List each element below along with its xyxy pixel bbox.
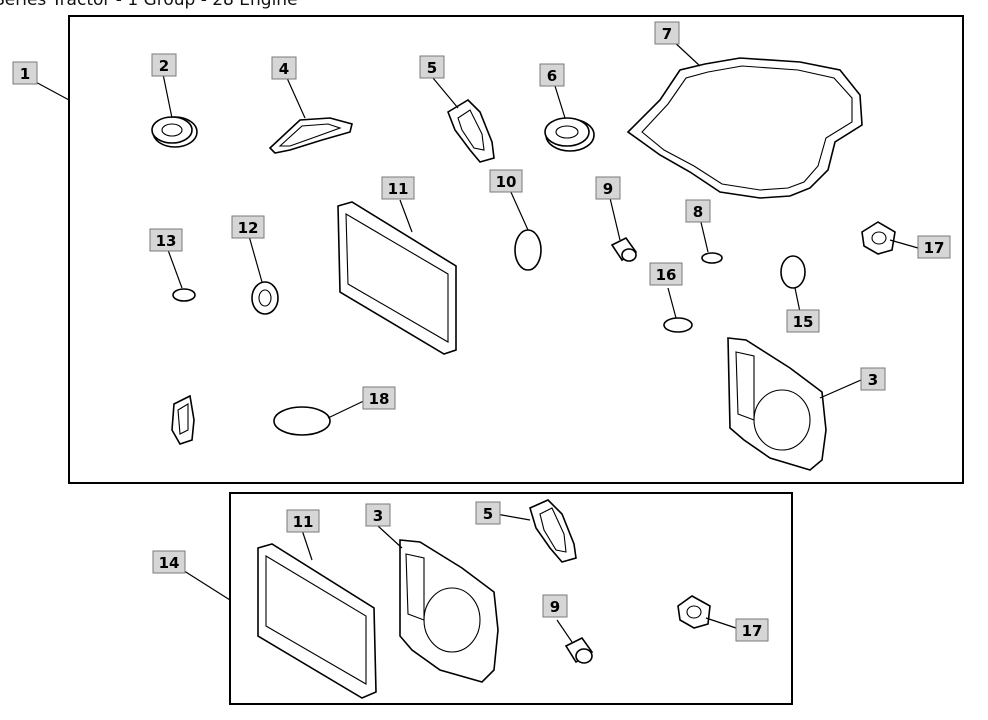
callout-13: 13 (149, 228, 183, 252)
callout-11-bottom: 11 (286, 509, 320, 533)
gasket-part-4 (268, 117, 353, 154)
gasket-part-5-top (447, 98, 495, 163)
callout-3-top: 3 (860, 367, 886, 391)
bushing-part-9-top (610, 236, 638, 262)
callout-3-bottom: 3 (365, 503, 391, 527)
diagram-title: Series Tractor - 1 Group - 28 Engine (0, 0, 298, 10)
svg-text:8: 8 (693, 203, 703, 221)
svg-text:11: 11 (388, 180, 409, 198)
svg-text:3: 3 (868, 371, 878, 389)
callout-9-top: 9 (595, 176, 621, 200)
callout-1: 1 (12, 61, 38, 85)
callout-12: 12 (231, 215, 265, 239)
gasket-part-5-bottom (529, 499, 577, 563)
head-gasket-part-3-top (727, 337, 827, 471)
svg-text:15: 15 (793, 313, 814, 331)
o-ring-part-18 (273, 406, 331, 436)
callout-17-top: 17 (917, 235, 951, 259)
svg-text:11: 11 (293, 513, 314, 531)
oil-seal-part-6 (544, 117, 595, 152)
gasket-part-unlabeled (171, 394, 195, 445)
svg-text:5: 5 (427, 59, 437, 77)
callout-9-bottom: 9 (542, 594, 568, 618)
callout-14: 14 (152, 550, 186, 574)
crankcase-gasket-part-7 (626, 57, 863, 199)
svg-text:6: 6 (547, 67, 557, 85)
svg-text:4: 4 (279, 60, 289, 78)
o-ring-part-15 (780, 255, 806, 289)
svg-text:17: 17 (924, 239, 945, 257)
valve-cover-gasket-part-11-top (337, 201, 457, 355)
valve-cover-gasket-part-11-bottom (257, 543, 377, 699)
o-ring-part-10 (514, 229, 542, 271)
svg-text:10: 10 (496, 173, 517, 191)
svg-text:12: 12 (238, 219, 259, 237)
callout-4: 4 (271, 56, 297, 80)
svg-text:9: 9 (603, 180, 613, 198)
callout-2: 2 (151, 53, 177, 77)
o-ring-part-13 (172, 288, 196, 302)
svg-text:17: 17 (742, 622, 763, 640)
svg-text:18: 18 (369, 390, 390, 408)
callout-17-bottom: 17 (735, 618, 769, 642)
callout-16: 16 (649, 262, 683, 286)
svg-text:16: 16 (656, 266, 677, 284)
svg-text:9: 9 (550, 598, 560, 616)
callout-11-top: 11 (381, 176, 415, 200)
o-ring-part-16 (663, 317, 693, 333)
o-ring-part-8 (701, 252, 723, 264)
seal-part-12 (251, 281, 279, 315)
svg-text:7: 7 (662, 25, 672, 43)
gasket-part-17-bottom (677, 595, 711, 629)
oil-seal-part-2 (151, 116, 198, 148)
callout-10: 10 (489, 169, 523, 193)
callout-6: 6 (539, 63, 565, 87)
callout-18: 18 (362, 386, 396, 410)
head-gasket-part-3-bottom (399, 539, 499, 683)
svg-text:14: 14 (159, 554, 180, 572)
gasket-kit-box (68, 15, 964, 484)
svg-text:3: 3 (373, 507, 383, 525)
svg-text:1: 1 (20, 65, 30, 83)
svg-text:13: 13 (156, 232, 177, 250)
callout-7: 7 (654, 21, 680, 45)
gasket-part-17-top (861, 221, 896, 255)
callout-15: 15 (786, 309, 820, 333)
callout-5-bottom: 5 (475, 501, 501, 525)
svg-text:2: 2 (159, 57, 169, 75)
svg-text:5: 5 (483, 505, 493, 523)
callout-5-top: 5 (419, 55, 445, 79)
head-gasket-kit-box (229, 492, 793, 705)
bushing-part-9-bottom (564, 636, 594, 664)
callout-8: 8 (685, 199, 711, 223)
